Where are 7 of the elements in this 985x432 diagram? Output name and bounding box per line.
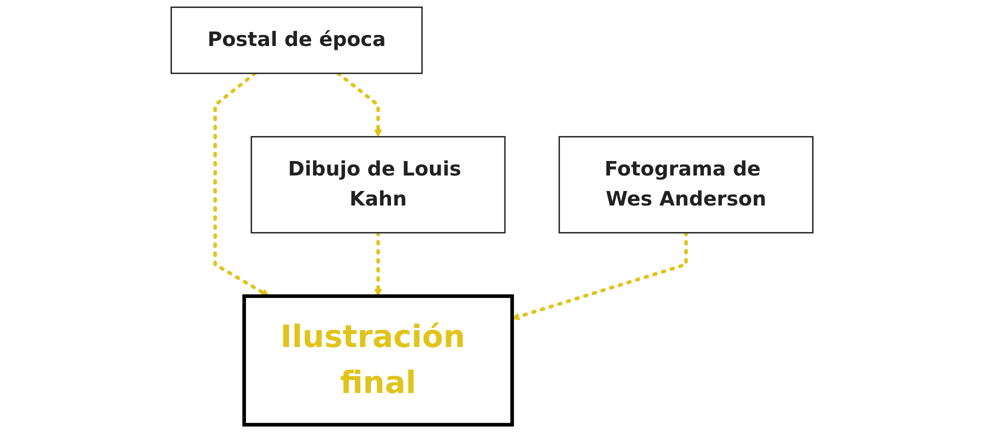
node-box: Fotograma de Wes Anderson bbox=[559, 136, 814, 234]
arrow bbox=[214, 72, 270, 296]
node-box: Ilustración final bbox=[242, 294, 514, 427]
arrow bbox=[336, 72, 383, 138]
arrow bbox=[374, 230, 383, 296]
node-box: Dibujo de Louis Kahn bbox=[251, 136, 506, 234]
node-box: Postal de época bbox=[171, 6, 424, 74]
